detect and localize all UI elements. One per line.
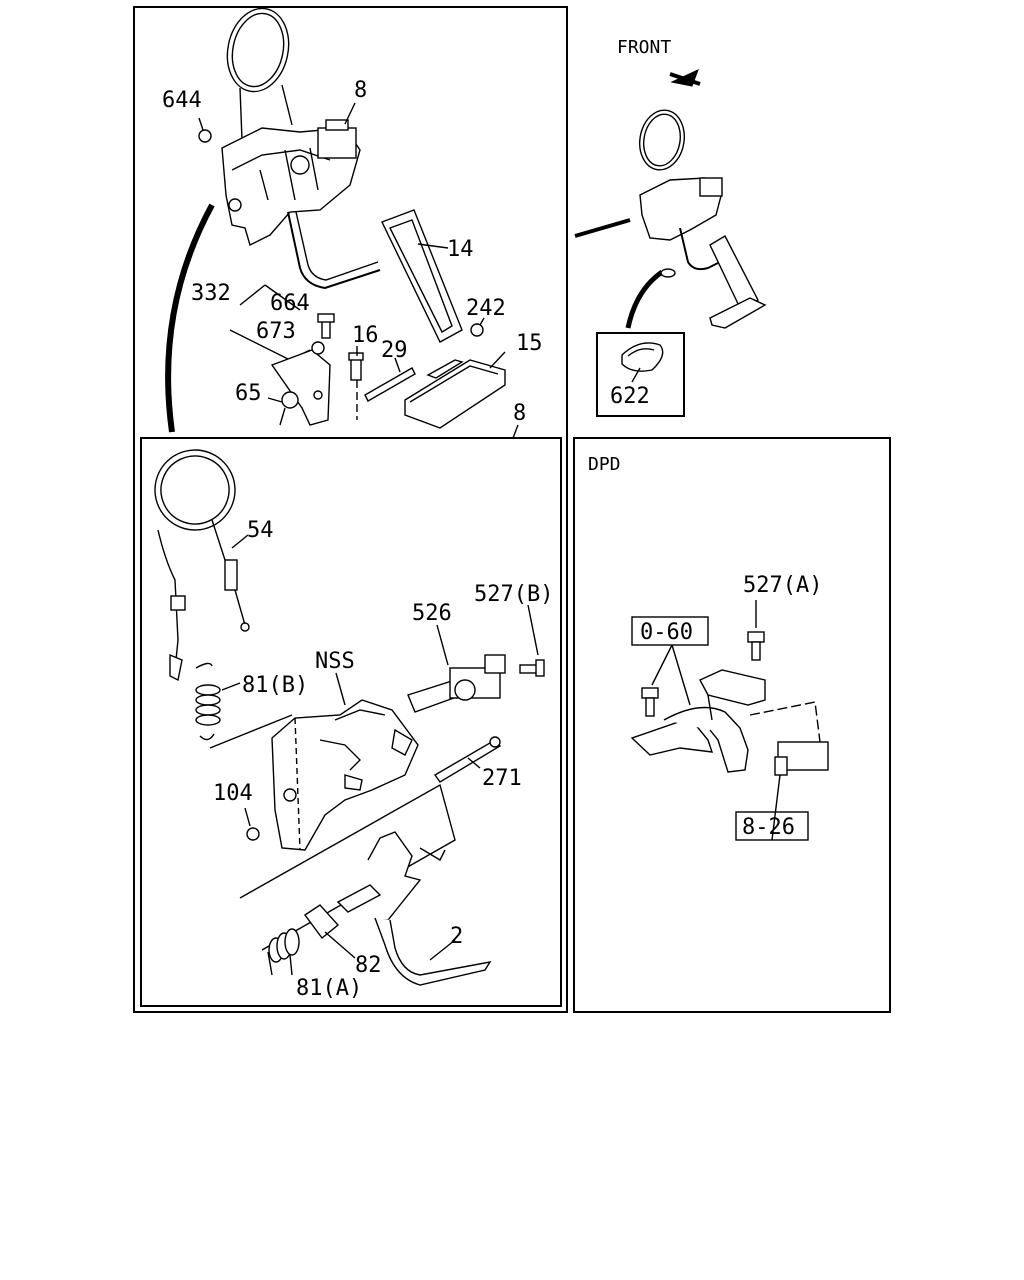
part-527b-label: 527(B) xyxy=(474,582,553,607)
cable-loop xyxy=(226,7,290,93)
nut-644 xyxy=(198,129,212,143)
bolt-65 xyxy=(281,391,299,409)
ref-8-26-label: 8-26 xyxy=(742,815,795,840)
bolt-527b xyxy=(519,604,545,677)
sensor-526 xyxy=(407,624,506,713)
ref-box-0-60 xyxy=(631,616,709,646)
dpd-assembly xyxy=(630,600,829,841)
pedal-assembly-inset-frame xyxy=(140,437,562,1007)
part-54-label: 54 xyxy=(247,518,274,543)
part-271-label: 271 xyxy=(482,766,522,791)
spring-81a xyxy=(267,928,300,976)
part-104-label: 104 xyxy=(213,781,253,806)
pedal-bracket-main xyxy=(271,672,419,851)
part-664-label: 664 xyxy=(270,291,310,316)
front-label: FRONT xyxy=(617,37,671,58)
part-81b-label: 81(B) xyxy=(242,673,308,698)
part-65-label: 65 xyxy=(235,381,262,406)
part-2-label: 2 xyxy=(450,924,463,949)
part-622-label: 622 xyxy=(610,384,650,409)
grommet-622 xyxy=(621,342,664,383)
callout-arrow-to-inset xyxy=(165,203,215,433)
part-242-label: 242 xyxy=(466,296,506,321)
nut-104 xyxy=(244,807,260,841)
shaft-29 xyxy=(364,357,416,402)
part-82-label: 82 xyxy=(355,953,382,978)
bushing-82 xyxy=(304,884,382,959)
ref-box-8-26 xyxy=(735,811,809,841)
part-8-label: 8 xyxy=(354,78,367,103)
floor-pad-15 xyxy=(404,351,506,429)
part-644-label: 644 xyxy=(162,88,202,113)
vehicle-position-assembly xyxy=(574,69,767,329)
pedal-arm xyxy=(287,211,381,290)
main-frame xyxy=(133,6,568,1013)
part-332-label: 332 xyxy=(191,281,231,306)
grommet-detail-frame xyxy=(596,332,685,417)
part-nss-label: NSS xyxy=(315,649,355,674)
dpd-label: DPD xyxy=(588,454,621,475)
dpd-inset-frame xyxy=(573,437,891,1013)
pedal-pad-14 xyxy=(381,209,463,343)
spring-81b xyxy=(195,662,293,749)
shaft-271 xyxy=(433,736,502,783)
part-15-label: 15 xyxy=(516,331,543,356)
part-8-inset-label: 8 xyxy=(513,401,526,426)
nut-673 xyxy=(311,341,325,355)
part-29-label: 29 xyxy=(381,338,408,363)
bolt-664 xyxy=(321,319,331,339)
top-accelerator-assembly xyxy=(198,7,381,290)
nut-242 xyxy=(470,317,485,337)
stopper-bracket xyxy=(229,284,358,426)
part-81a-label: 81(A) xyxy=(296,976,362,1001)
pedal-sensor xyxy=(317,127,357,159)
part-527a-label: 527(A) xyxy=(743,573,822,598)
part-14-label: 14 xyxy=(447,237,474,262)
part-16-label: 16 xyxy=(352,323,379,348)
cable-54 xyxy=(154,449,250,682)
bolt-16 xyxy=(348,346,364,381)
ref-0-60-label: 0-60 xyxy=(640,620,693,645)
pedal-arm-2 xyxy=(239,783,492,986)
part-526-label: 526 xyxy=(412,601,452,626)
part-673-label: 673 xyxy=(256,319,296,344)
